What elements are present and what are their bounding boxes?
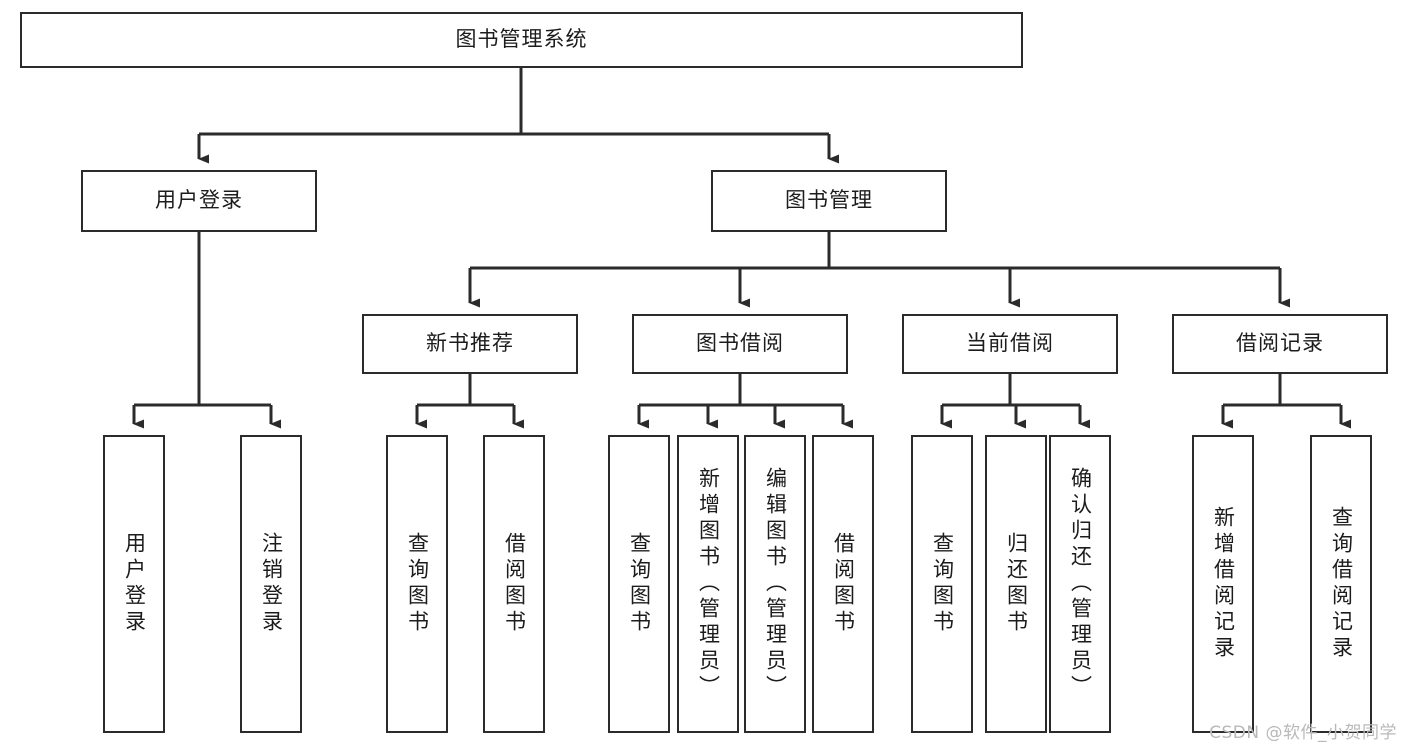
node-label: 图书管理 (785, 188, 873, 213)
leaf-node-leaf-user-login[interactable]: 用户登录 (103, 435, 165, 733)
node-label: 查询图书 (405, 532, 430, 636)
leaf-node-leaf-add-borrow-record[interactable]: 新增借阅记录 (1192, 435, 1254, 733)
level3-node-borrow-record[interactable]: 借阅记录 (1172, 314, 1388, 374)
level2-node-book-manage[interactable]: 图书管理 (711, 170, 947, 232)
level3-node-new-book-recommend[interactable]: 新书推荐 (362, 314, 578, 374)
node-label: 用户登录 (122, 532, 147, 636)
level3-node-current-borrow[interactable]: 当前借阅 (902, 314, 1118, 374)
node-label: 当前借阅 (966, 331, 1054, 356)
leaf-node-leaf-borrow-book-recommend[interactable]: 借阅图书 (483, 435, 545, 733)
node-label: 查询图书 (930, 532, 955, 636)
node-label: 注销登录 (259, 532, 284, 636)
node-label: 确认归还（管理员） (1068, 467, 1093, 701)
node-label: 用户登录 (155, 188, 243, 213)
node-label: 借阅图书 (502, 532, 527, 636)
root-node-root[interactable]: 图书管理系统 (20, 12, 1023, 68)
leaf-node-leaf-query-borrow-record[interactable]: 查询借阅记录 (1310, 435, 1372, 733)
node-label: 借阅图书 (831, 532, 856, 636)
leaf-node-leaf-confirm-return[interactable]: 确认归还（管理员） (1049, 435, 1111, 733)
node-label: 查询图书 (627, 532, 652, 636)
node-label: 新增图书（管理员） (696, 467, 721, 701)
node-label: 新书推荐 (426, 331, 514, 356)
leaf-node-leaf-query-book-current[interactable]: 查询图书 (911, 435, 973, 733)
node-label: 归还图书 (1004, 532, 1029, 636)
node-label: 图书管理系统 (455, 27, 588, 52)
watermark-text: CSDN @软件_小贺同学 (1209, 723, 1397, 743)
leaf-node-leaf-query-book-recommend[interactable]: 查询图书 (386, 435, 448, 733)
leaf-node-leaf-edit-book[interactable]: 编辑图书（管理员） (744, 435, 806, 733)
node-label: 查询借阅记录 (1329, 506, 1354, 662)
node-label: 新增借阅记录 (1211, 506, 1236, 662)
leaf-node-leaf-add-book[interactable]: 新增图书（管理员） (677, 435, 739, 733)
leaf-node-leaf-borrow-book[interactable]: 借阅图书 (812, 435, 874, 733)
level2-node-user-login[interactable]: 用户登录 (81, 170, 317, 232)
level3-node-book-borrow[interactable]: 图书借阅 (632, 314, 848, 374)
node-label: 编辑图书（管理员） (763, 467, 788, 701)
node-label: 图书借阅 (696, 331, 784, 356)
node-label: 借阅记录 (1236, 331, 1324, 356)
leaf-node-leaf-return-book[interactable]: 归还图书 (985, 435, 1047, 733)
leaf-node-leaf-query-book-borrow[interactable]: 查询图书 (608, 435, 670, 733)
leaf-node-leaf-user-logout[interactable]: 注销登录 (240, 435, 302, 733)
